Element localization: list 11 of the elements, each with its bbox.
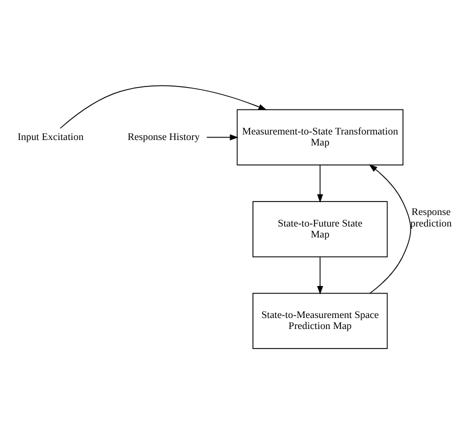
arrow — [368, 164, 412, 294]
node-text: Input Excitation — [18, 131, 84, 142]
node-box: State-to-Measurement Space Prediction Map — [252, 292, 388, 349]
arrow — [60, 84, 267, 128]
node-box: State-to-Future State Map — [252, 200, 388, 257]
arrow — [317, 164, 324, 202]
node-box: Measurement-to-State Transformation Map — [236, 108, 404, 165]
node-text: Response History — [128, 131, 200, 142]
arrow — [206, 134, 238, 140]
arrow — [317, 256, 324, 294]
edge-label: Response prediction — [410, 206, 452, 229]
